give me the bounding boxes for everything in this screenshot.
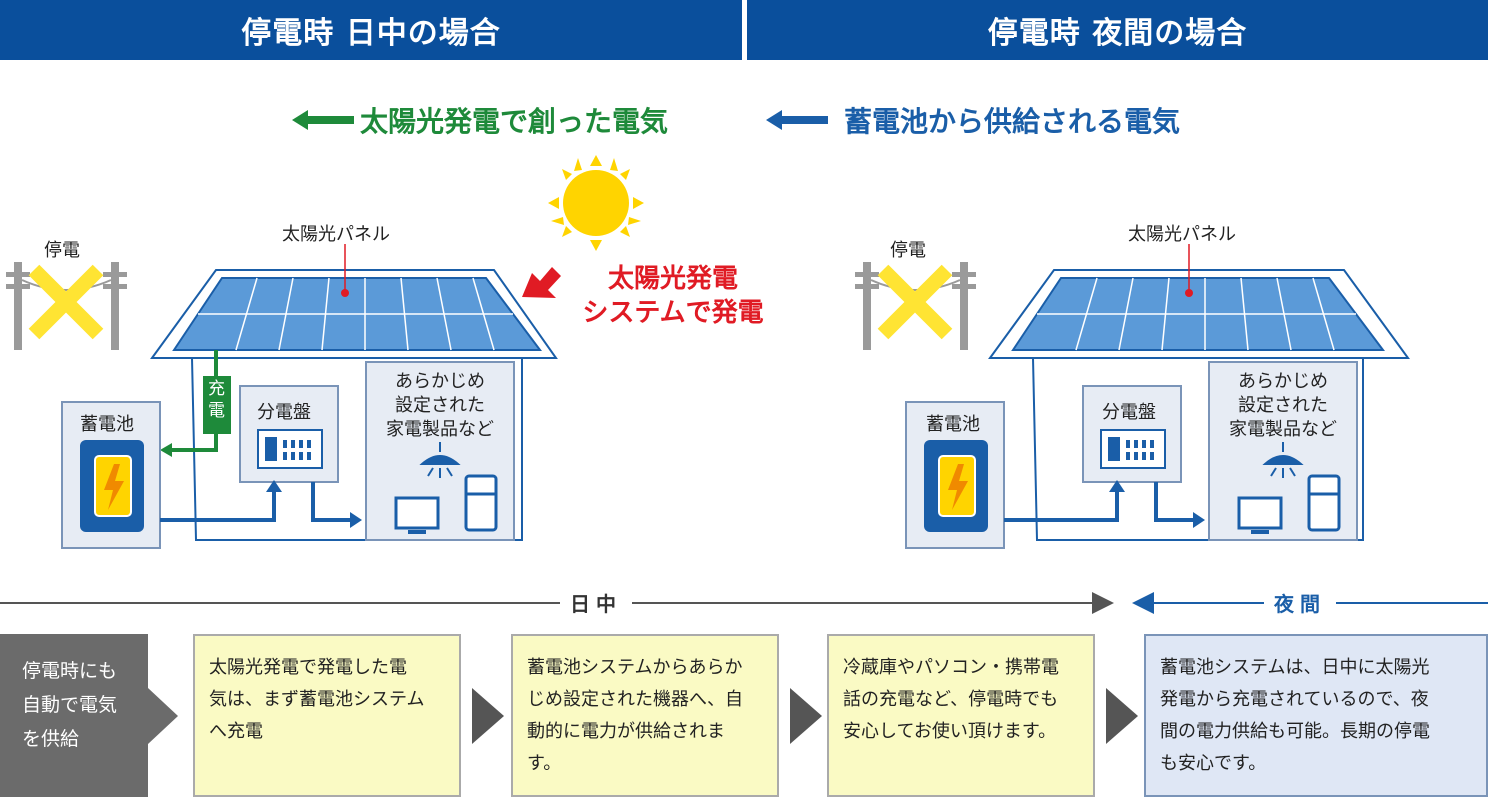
chevron-right-icon: [472, 688, 504, 744]
green-arrow-icon: [292, 110, 354, 130]
sun-icon: [548, 155, 644, 251]
legend-solar: 太陽光発電で創った電気: [292, 100, 668, 140]
day-appliances-label: あらかじめ設定された家電製品など: [386, 371, 494, 440]
step-2: 蓄電池システムからあらかじめ設定された機器へ、自動的に電力が供給されます。: [511, 634, 779, 797]
day-outage-label: 停電: [44, 240, 80, 261]
header-day: 停電時 日中の場合: [0, 0, 742, 60]
blue-arrow-icon: [766, 110, 828, 130]
red-arrow-icon: [522, 267, 561, 298]
tv-icon: [394, 496, 440, 534]
night-panel-label: 太陽光パネル: [1128, 224, 1236, 245]
solar-panel: [172, 277, 542, 351]
night-scene: [855, 190, 1423, 549]
legend-battery-label: 蓄電池から供給される電気: [844, 105, 1181, 138]
legend-solar-label: 太陽光発電で創った電気: [360, 105, 669, 138]
day-battery-label: 蓄電池: [80, 414, 134, 435]
generation-label: 太陽光発電システムで発電: [582, 264, 764, 328]
day-scene: [6, 155, 644, 549]
day-panel-label: 太陽光パネル: [282, 224, 390, 245]
step-4: 蓄電池システムは、日中に太陽光発電から充電されているので、夜間の電力供給も可能。…: [1144, 634, 1488, 797]
intro-arrow-icon: [148, 688, 178, 744]
tv-icon: [1237, 496, 1283, 534]
day-charge-label: 充電: [208, 379, 225, 421]
timeline-day-label: 日中: [560, 588, 632, 617]
outage-x-icon: [877, 264, 953, 340]
fridge-icon: [464, 474, 498, 532]
chevron-right-icon: [790, 688, 822, 744]
night-distribution-label: 分電盤: [1102, 402, 1156, 423]
outage-x-icon: [28, 264, 104, 340]
night-battery-label: 蓄電池: [926, 414, 980, 435]
legend-battery: 蓄電池から供給される電気: [766, 100, 1180, 140]
timeline-night-label: 夜間: [1264, 588, 1336, 617]
day-distribution-label: 分電盤: [257, 402, 311, 423]
night-outage-label: 停電: [890, 240, 926, 261]
lamp-icon: [1262, 442, 1304, 478]
step-3: 冷蔵庫やパソコン・携帯電話の充電など、停電時でも安心してお使い頂けます。: [827, 634, 1095, 797]
intro-box: 停電時にも自動で電気を供給: [0, 634, 148, 797]
header-night: 停電時 夜間の場合: [747, 0, 1488, 60]
moon-icon: [1355, 190, 1423, 267]
timeline: [0, 592, 1488, 614]
power-pole-icon: [6, 262, 127, 350]
power-pole-icon: [855, 262, 976, 350]
night-appliances-label: あらかじめ設定された家電製品など: [1229, 371, 1337, 440]
chevron-right-icon: [1106, 688, 1138, 744]
step-1: 太陽光発電で発電した電気は、まず蓄電池システムへ充電: [193, 634, 461, 797]
solar-panel: [1011, 277, 1385, 351]
lamp-icon: [419, 442, 461, 478]
fridge-icon: [1307, 474, 1341, 532]
